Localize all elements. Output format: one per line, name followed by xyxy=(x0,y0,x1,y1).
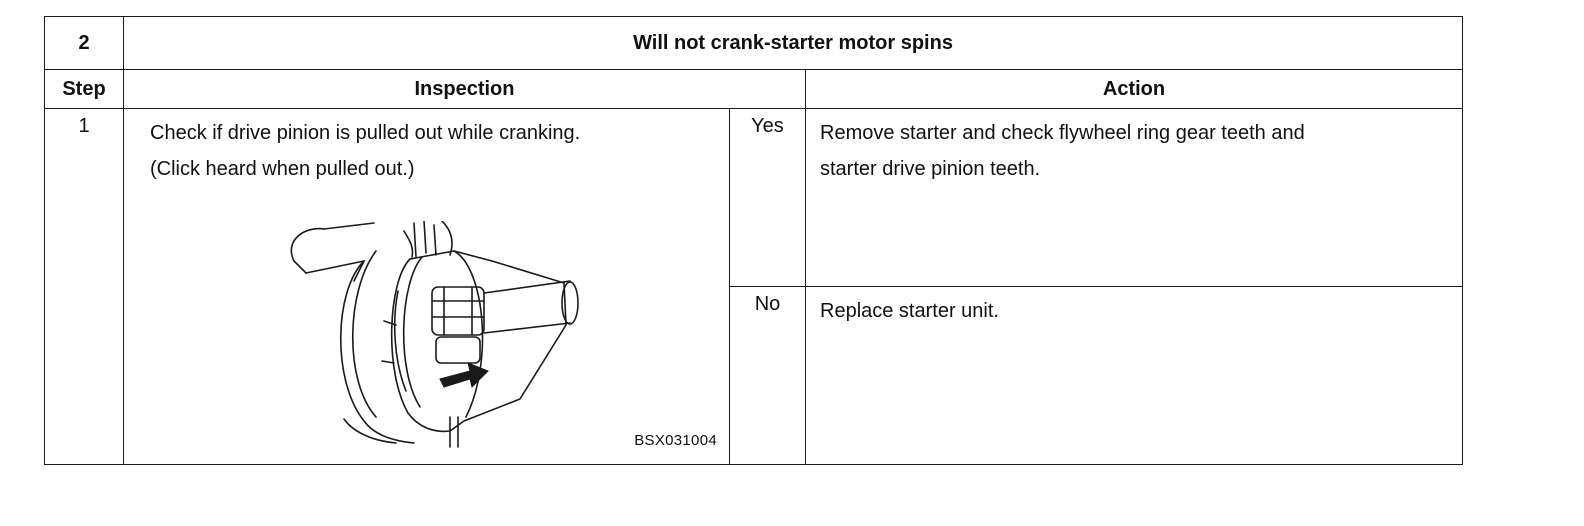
step-column-header: Step xyxy=(44,69,124,109)
inspection-text-line: (Click heard when pulled out.) xyxy=(150,158,415,180)
step-number: 1 xyxy=(44,108,124,465)
inspection-column-header: Inspection xyxy=(123,69,806,109)
action-text-line: Remove starter and check flywheel ring g… xyxy=(820,122,1305,144)
inspection-text-line: Check if drive pinion is pulled out whil… xyxy=(150,122,581,144)
answer-no: No xyxy=(729,286,806,465)
column-header-row: Step Inspection Action xyxy=(44,69,1464,109)
starter-drive-pinion-illustration-icon xyxy=(290,221,579,448)
action-yes-cell: Remove starter and check flywheel ring g… xyxy=(804,108,1464,287)
action-column-header: Action xyxy=(804,69,1464,109)
action-text-line: Replace starter unit. xyxy=(820,300,999,322)
procedure-number: 2 xyxy=(44,16,124,70)
table-row: 1 Check if drive pinion is pulled out wh… xyxy=(44,108,1464,465)
inspection-cell: Check if drive pinion is pulled out whil… xyxy=(123,108,730,465)
answer-yes: Yes xyxy=(729,108,806,287)
procedure-title: Will not crank-starter motor spins xyxy=(122,16,1464,70)
table-row: No Replace starter unit. xyxy=(45,286,1464,465)
action-no-cell: Replace starter unit. xyxy=(804,286,1464,465)
figure-code: BSX031004 xyxy=(634,432,717,449)
troubleshooting-table: 2 Will not crank-starter motor spins Ste… xyxy=(44,16,1464,465)
table-header-row: 2 Will not crank-starter motor spins xyxy=(44,16,1464,70)
action-text-line: starter drive pinion teeth. xyxy=(820,158,1041,180)
